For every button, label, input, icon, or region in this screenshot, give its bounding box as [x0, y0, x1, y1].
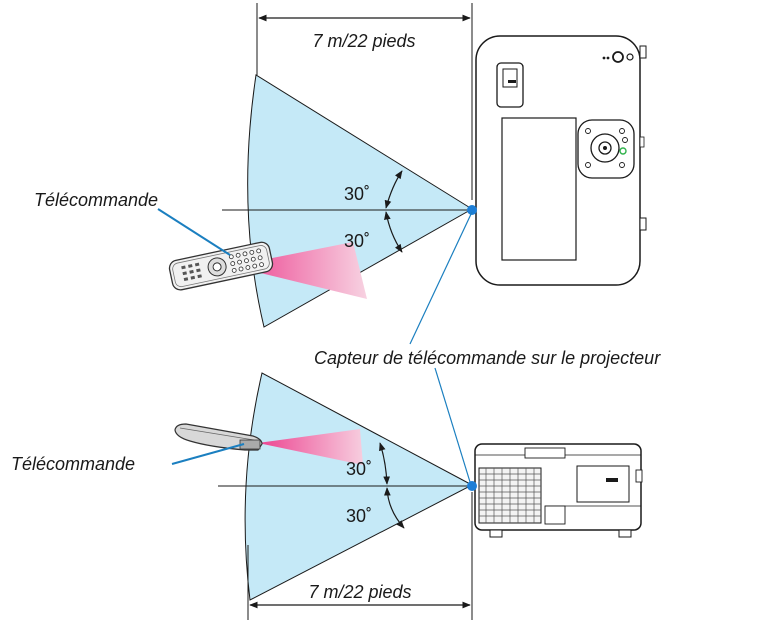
sensor-label: Capteur de télécommande sur le projecteu…: [314, 348, 661, 368]
top-sensor-dot: [467, 205, 477, 215]
bottom-diagram: Télécommande 30˚ 30˚: [11, 372, 643, 620]
sensor-leader-line-top: [409, 211, 473, 345]
sensor-leader-line-bottom: [434, 367, 471, 483]
top-diagram: 7 m/22 pieds 30˚ 30˚: [34, 3, 647, 328]
bottom-distance-label: 7 m/22 pieds: [308, 582, 411, 602]
top-angle-lower-label: 30˚: [344, 231, 370, 251]
bottom-remote-control: [174, 423, 263, 451]
top-distance-label: 7 m/22 pieds: [312, 31, 415, 51]
bottom-sensor-dot: [467, 481, 477, 491]
bottom-angle-upper-label: 30˚: [346, 459, 372, 479]
top-angle-arc-upper: [384, 170, 403, 209]
bottom-remote-label: Télécommande: [11, 454, 135, 474]
bottom-projector: [474, 443, 643, 538]
top-remote-leader-line: [157, 208, 231, 256]
bottom-infrared-beam: [258, 429, 363, 465]
top-infrared-beam: [232, 242, 367, 299]
top-angle-upper-label: 30˚: [344, 184, 370, 204]
bottom-angle-arc-upper: [379, 442, 391, 485]
bottom-projector-vent: [478, 467, 542, 524]
top-projector: [475, 35, 647, 286]
bottom-angle-arc-lower: [383, 487, 405, 529]
bottom-remote-leader-line: [171, 443, 245, 465]
bottom-angle-lower-label: 30˚: [346, 506, 372, 526]
top-remote-control: [168, 241, 274, 291]
top-remote-label: Télécommande: [34, 190, 158, 210]
top-angle-arc-lower: [384, 211, 403, 253]
top-projector-indicators: [602, 51, 634, 63]
